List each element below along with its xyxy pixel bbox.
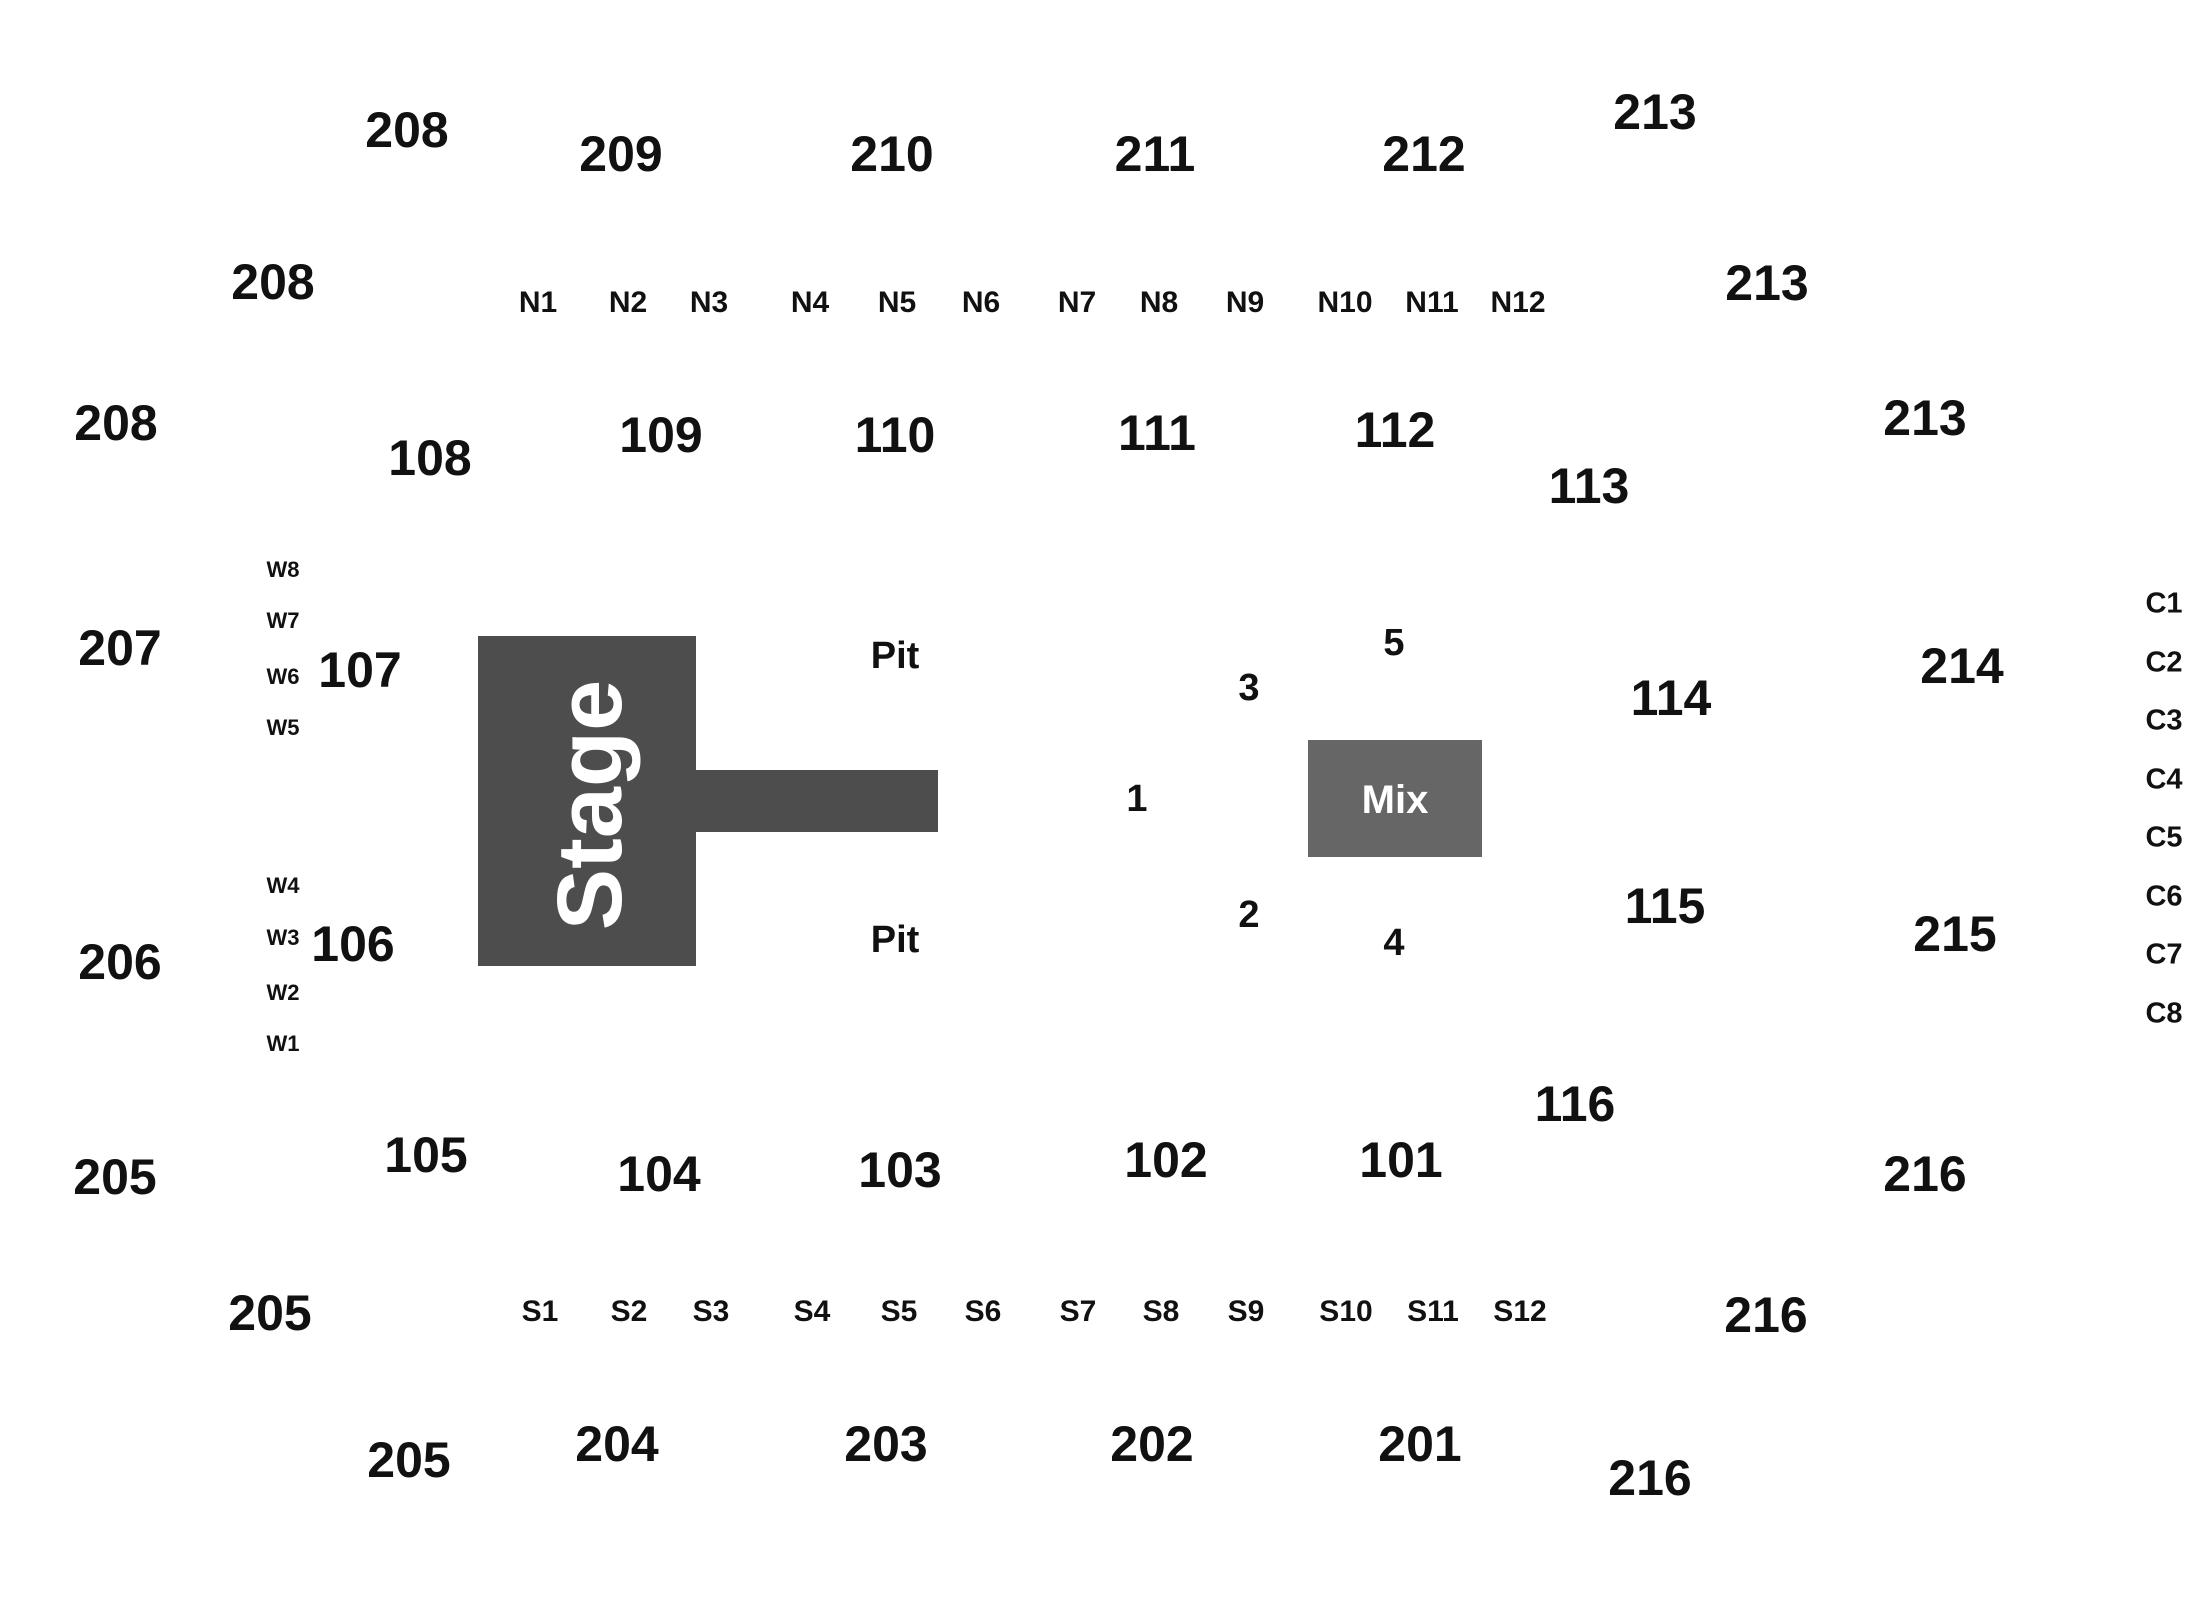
mix-position (1308, 740, 1482, 857)
box-c8[interactable]: C8 (2145, 997, 2183, 1030)
section-203[interactable]: 203 (844, 1416, 928, 1472)
box-s3[interactable]: S3 (692, 1295, 730, 1328)
box-n9[interactable]: N9 (1225, 286, 1265, 319)
stage-label: Stage (539, 679, 641, 931)
section-112[interactable]: 112 (1354, 402, 1436, 458)
section-212[interactable]: 212 (1382, 126, 1466, 182)
box-n5[interactable]: N5 (877, 286, 917, 319)
section-205-a[interactable]: 205 (73, 1149, 157, 1205)
stage[interactable] (478, 636, 696, 966)
section-213-c[interactable]: 213 (1883, 390, 1967, 446)
box-s8[interactable]: S8 (1142, 1295, 1180, 1328)
section-115[interactable]: 115 (1624, 878, 1706, 934)
box-w1[interactable]: W1 (266, 1031, 300, 1056)
section-116[interactable]: 116 (1534, 1076, 1616, 1132)
box-c4[interactable]: C4 (2145, 763, 2183, 796)
box-n7[interactable]: N7 (1057, 286, 1097, 319)
ga-area-4[interactable]: 4 (1383, 922, 1405, 964)
section-109[interactable]: 109 (619, 407, 703, 463)
box-w7[interactable]: W7 (266, 608, 300, 633)
section-114[interactable]: 114 (1630, 670, 1712, 726)
box-n2[interactable]: N2 (608, 286, 648, 319)
box-n3[interactable]: N3 (689, 286, 729, 319)
section-211[interactable]: 211 (1114, 126, 1196, 182)
mix-label: Mix (1361, 778, 1429, 822)
box-c6[interactable]: C6 (2145, 880, 2183, 913)
box-w5[interactable]: W5 (266, 715, 300, 740)
box-c7[interactable]: C7 (2145, 938, 2183, 971)
section-209[interactable]: 209 (579, 126, 663, 182)
box-n8[interactable]: N8 (1139, 286, 1179, 319)
box-s4[interactable]: S4 (793, 1295, 831, 1328)
box-s9[interactable]: S9 (1227, 1295, 1265, 1328)
section-105[interactable]: 105 (384, 1127, 468, 1183)
box-n12[interactable]: N12 (1490, 286, 1546, 319)
box-s10[interactable]: S10 (1319, 1295, 1373, 1328)
box-w6[interactable]: W6 (266, 664, 300, 689)
section-108[interactable]: 108 (388, 430, 472, 486)
section-213-a[interactable]: 213 (1613, 84, 1697, 140)
ga-area-2[interactable]: 2 (1238, 894, 1260, 936)
ga-area-1[interactable]: 1 (1126, 778, 1148, 820)
box-s11[interactable]: S11 (1407, 1295, 1459, 1328)
box-n6[interactable]: N6 (961, 286, 1001, 319)
box-w3[interactable]: W3 (266, 925, 300, 950)
section-204[interactable]: 204 (575, 1416, 659, 1472)
box-s2[interactable]: S2 (610, 1295, 648, 1328)
stage-runway (694, 770, 938, 832)
box-c3[interactable]: C3 (2145, 704, 2183, 737)
section-208-c[interactable]: 208 (74, 395, 158, 451)
section-110[interactable]: 110 (854, 407, 936, 463)
section-208-a[interactable]: 208 (365, 102, 449, 158)
box-w2[interactable]: W2 (266, 980, 300, 1005)
box-s5[interactable]: S5 (880, 1295, 918, 1328)
pit-south[interactable]: Pit (870, 919, 920, 961)
section-208-b[interactable]: 208 (231, 254, 315, 310)
section-216-b[interactable]: 216 (1724, 1287, 1808, 1343)
box-s12[interactable]: S12 (1493, 1295, 1547, 1328)
box-w8[interactable]: W8 (266, 557, 300, 582)
box-n4[interactable]: N4 (790, 286, 830, 319)
box-n10[interactable]: N10 (1317, 286, 1373, 319)
section-216-c[interactable]: 216 (1608, 1450, 1692, 1506)
section-101[interactable]: 101 (1359, 1132, 1443, 1188)
section-216-a[interactable]: 216 (1883, 1146, 1967, 1202)
box-n1[interactable]: N1 (518, 286, 558, 319)
box-s1[interactable]: S1 (521, 1295, 559, 1328)
box-s7[interactable]: S7 (1059, 1295, 1097, 1328)
section-215[interactable]: 215 (1913, 906, 1997, 962)
section-102[interactable]: 102 (1124, 1132, 1208, 1188)
section-210[interactable]: 210 (850, 126, 934, 182)
box-c5[interactable]: C5 (2145, 821, 2183, 854)
box-c2[interactable]: C2 (2145, 646, 2183, 679)
section-202[interactable]: 202 (1110, 1416, 1194, 1472)
section-111[interactable]: 111 (1118, 405, 1196, 461)
section-103[interactable]: 103 (858, 1142, 942, 1198)
box-c1[interactable]: C1 (2145, 587, 2183, 620)
section-201[interactable]: 201 (1378, 1416, 1462, 1472)
section-205-b[interactable]: 205 (228, 1285, 312, 1341)
section-106[interactable]: 106 (311, 916, 395, 972)
section-207[interactable]: 207 (78, 620, 162, 676)
section-104[interactable]: 104 (617, 1146, 701, 1202)
section-113[interactable]: 113 (1548, 458, 1630, 514)
ga-area-3[interactable]: 3 (1238, 667, 1260, 709)
section-214[interactable]: 214 (1920, 638, 2004, 694)
pit-north[interactable]: Pit (870, 635, 920, 677)
ga-area-5[interactable]: 5 (1383, 622, 1405, 664)
box-n11[interactable]: N11 (1405, 286, 1459, 319)
section-205-c[interactable]: 205 (367, 1432, 451, 1488)
box-w4[interactable]: W4 (266, 873, 300, 898)
section-107[interactable]: 107 (318, 642, 402, 698)
section-206[interactable]: 206 (78, 934, 162, 990)
box-s6[interactable]: S6 (964, 1295, 1002, 1328)
section-213-b[interactable]: 213 (1725, 255, 1809, 311)
